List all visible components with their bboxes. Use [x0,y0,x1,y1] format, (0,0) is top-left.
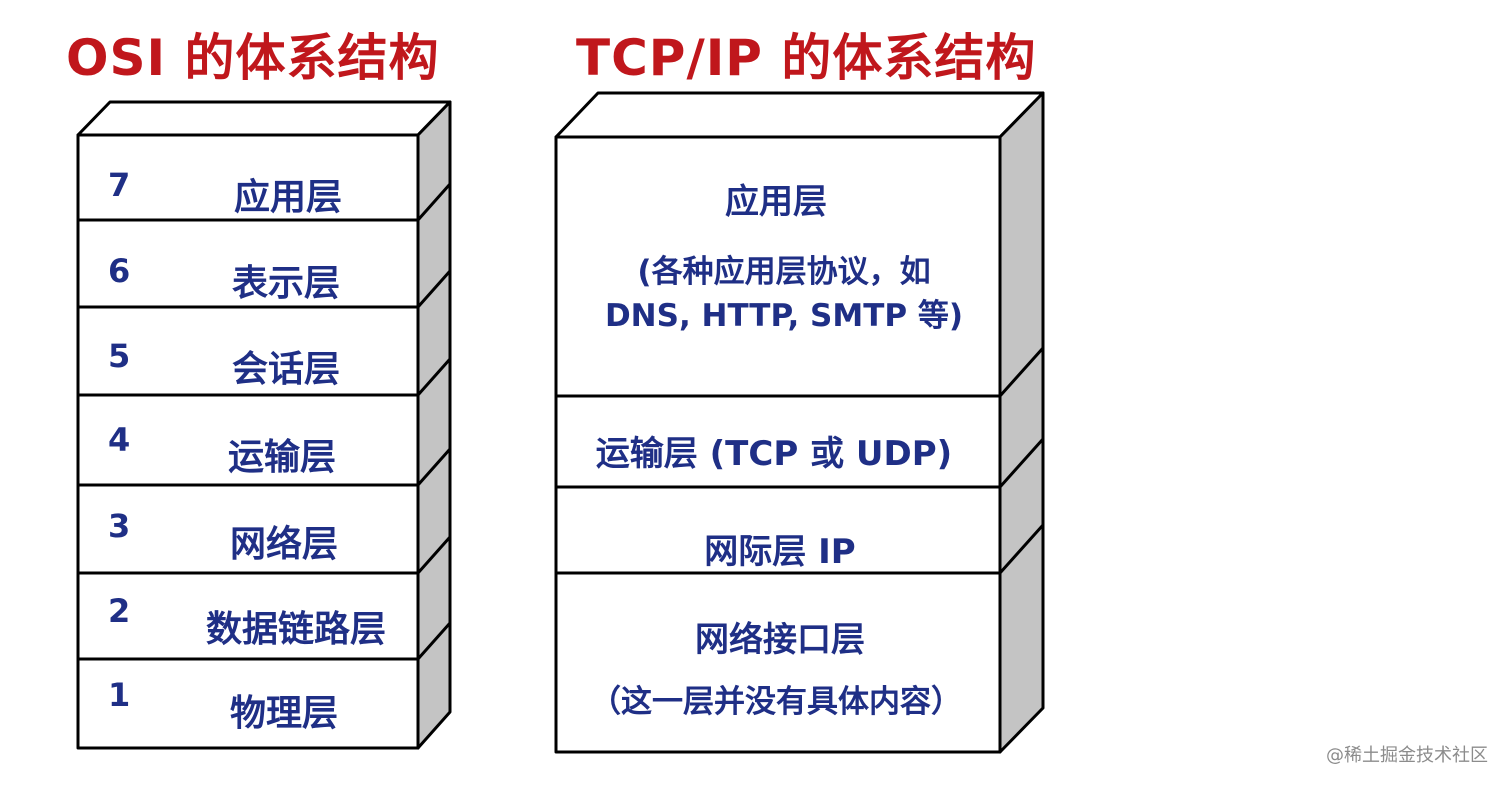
osi-layer-name: 应用层 [233,177,342,218]
tcpip-side-divider [998,437,1045,489]
watermark: @稀土掘金技术社区 [1326,745,1488,766]
osi-side-divider [416,622,452,660]
tcpip-side-divider [998,346,1045,398]
osi-side-face [416,100,452,750]
tcpip-side-face [998,91,1045,754]
tcpip-layer-name: 网际层 IP [704,532,856,572]
osi-layer-number: 6 [108,252,131,290]
osi-side-divider [416,536,452,574]
osi-layer-name: 表示层 [231,263,340,304]
tcpip-stack [554,91,1045,754]
tcpip-layer-name: 运输层 (TCP 或 UDP) [595,434,953,474]
osi-side-divider [416,183,452,221]
osi-front-face [76,133,420,750]
osi-side-divider [416,358,452,396]
tcpip-layer-desc: （这一层并没有具体内容） [590,684,962,720]
osi-layer-name: 会话层 [231,349,340,390]
tcpip-side-divider [998,523,1045,575]
osi-side-divider [416,270,452,308]
osi-layer-number: 1 [108,676,131,714]
osi-layer-name: 运输层 [227,437,336,478]
osi-side-divider [416,448,452,486]
osi-stack [76,100,452,750]
osi-layer-number: 4 [108,421,131,459]
osi-top-face [76,100,452,137]
osi-layer-number: 2 [108,592,131,630]
osi-layer-name: 网络层 [229,524,338,565]
osi-layer-name: 物理层 [229,693,338,734]
tcpip-title: TCP/IP 的体系结构 [576,29,1037,87]
tcpip-layer-name: 网络接口层 [695,620,865,660]
tcpip-layer-desc: (各种应用层协议，如 [637,254,931,290]
tcpip-front-face [554,135,1002,754]
tcpip-top-face [554,91,1045,139]
osi-layer-name: 数据链路层 [205,609,386,650]
osi-title: OSI 的体系结构 [66,29,440,87]
osi-layer-number: 7 [108,166,131,204]
tcpip-layer-name: 应用层 [725,182,827,222]
osi-layer-number: 5 [108,337,131,375]
osi-layer-number: 3 [108,507,131,545]
tcpip-layer-desc: DNS, HTTP, SMTP 等) [604,298,964,334]
